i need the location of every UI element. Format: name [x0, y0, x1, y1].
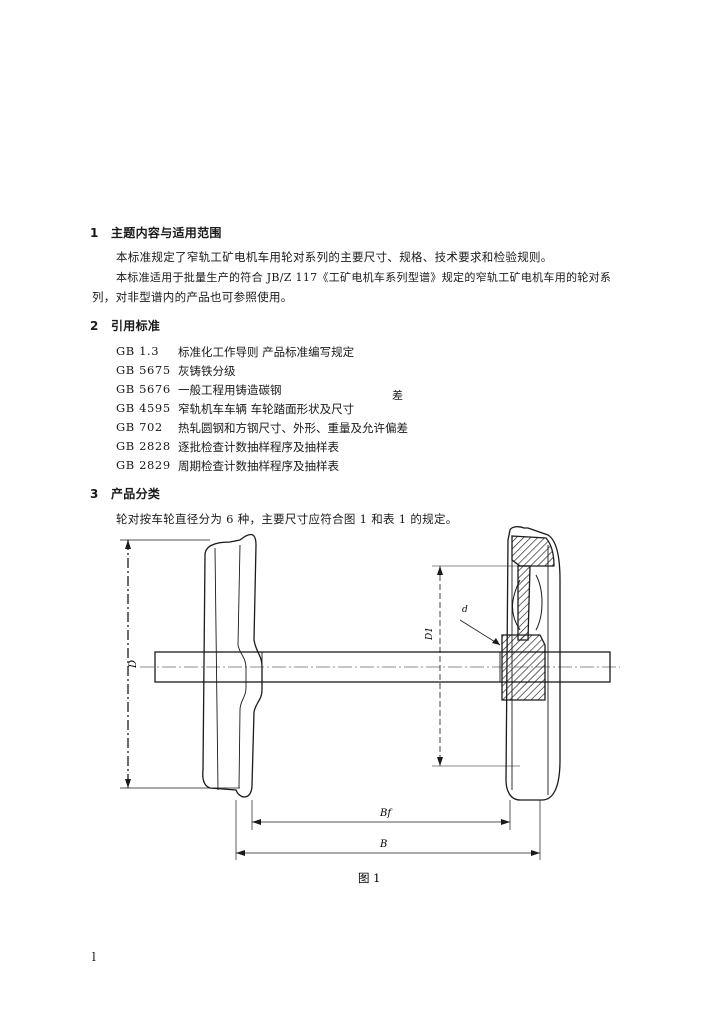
reference-title: 灰铸铁分级 [178, 364, 236, 378]
reference-title: 周期检查计数抽样程序及抽样表 [178, 459, 339, 473]
rim-diameter-label: D1 [425, 627, 435, 641]
reference-code: GB 2829 [116, 458, 171, 472]
wheel-hub-section [501, 634, 546, 701]
reference-title: 窄轨机车车辆 车轮踏面形状及尺寸 [178, 402, 355, 416]
section-1-paragraph-2-line-1: 本标准适用于批量生产的符合 JB/Z 117《工矿电机车系列型谱》规定的窄轨工矿… [116, 271, 612, 284]
section-1-number: 1 [90, 226, 99, 240]
section-2-number: 2 [90, 319, 99, 333]
wheel-gauge-label: B [379, 839, 387, 850]
reference-code: GB 702 [116, 420, 163, 434]
reference-code: GB 5676 [116, 382, 171, 396]
reference-title: 逐批检查计数抽样程序及抽样表 [178, 440, 339, 454]
reference-code: GB 1.3 [116, 344, 160, 358]
footer-mark: l [92, 950, 97, 964]
section-1-paragraph-2-line-2: 列，对非型谱内的产品也可参照使用。 [92, 290, 293, 304]
flange-gauge-label: Bf [379, 808, 393, 819]
bore-diameter-label: d [462, 605, 468, 615]
figure-caption: 图 1 [358, 871, 380, 885]
section-3-paragraph: 轮对按车轮直径分为 6 种，主要尺寸应符合图 1 和表 1 的规定。 [116, 512, 458, 526]
reference-code: GB 4595 [116, 401, 171, 415]
stray-mark: 差 [392, 389, 404, 402]
section-3-heading: 产品分类 [111, 487, 161, 501]
left-wheel [202, 533, 263, 798]
reference-title: 一般工程用铸造碳钢 [178, 383, 282, 397]
reference-title: 标准化工作导则 产品标准编写规定 [178, 345, 355, 359]
section-2-heading: 引用标准 [111, 319, 161, 333]
reference-code: GB 2828 [116, 439, 171, 453]
section-3-number: 3 [90, 487, 99, 501]
reference-code: GB 5675 [116, 363, 171, 377]
section-1-paragraph-1: 本标准规定了窄轨工矿电机车用轮对系列的主要尺寸、规格、技术要求和检验规则。 [116, 250, 553, 264]
section-1-heading: 主题内容与适用范围 [111, 226, 222, 240]
right-wheel [505, 526, 561, 801]
reference-title: 热轧圆钢和方钢尺寸、外形、重量及允许偏差 [178, 421, 408, 435]
diameter-label: D [128, 660, 139, 669]
